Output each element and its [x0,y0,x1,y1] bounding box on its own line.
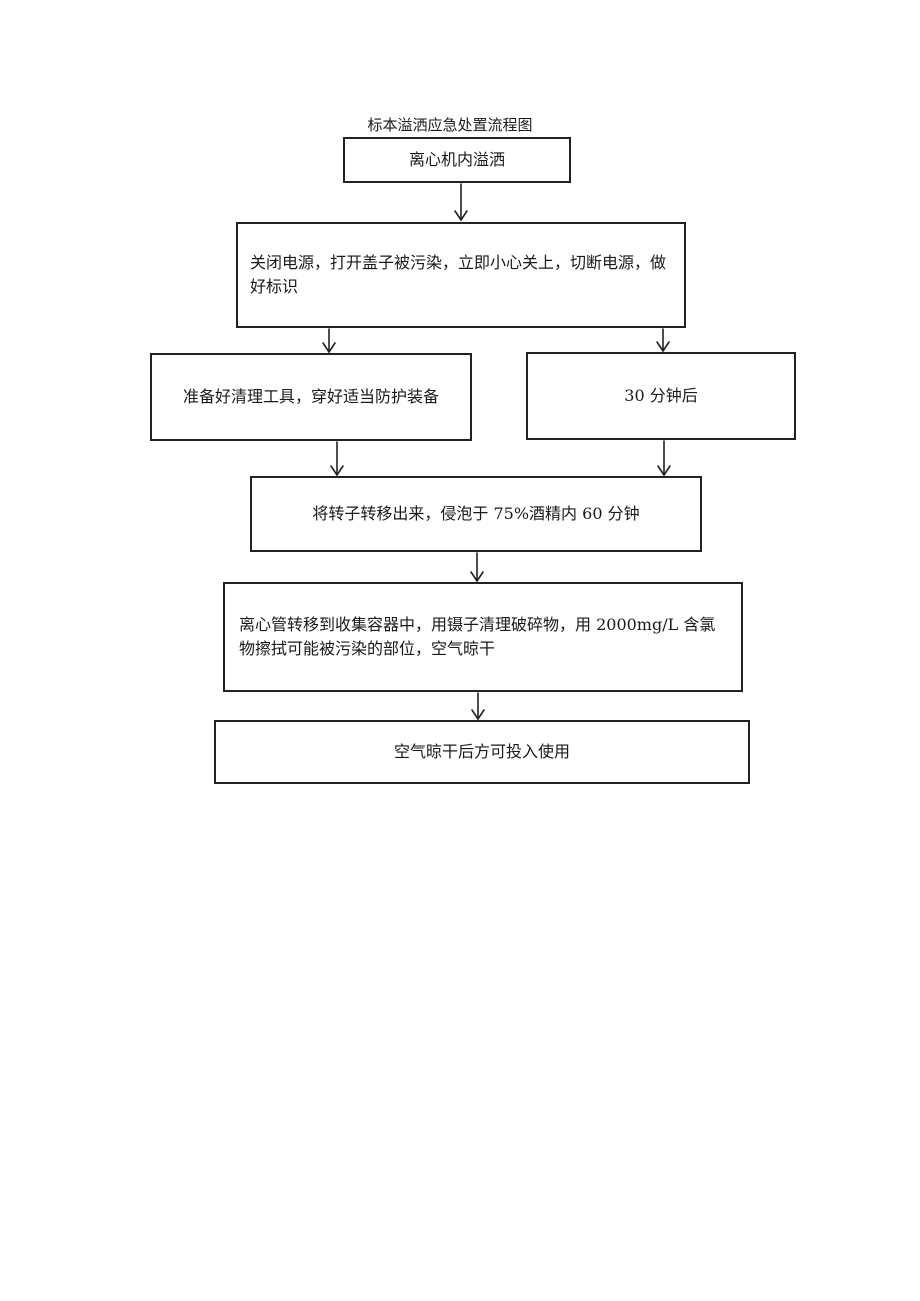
node-label: 离心机内溢洒 [408,150,505,169]
diagram-title: 标本溢洒应急处置流程图 [367,116,533,134]
node-centrifuge-spill: 离心机内溢洒 [343,137,571,183]
node-label: 关闭电源，打开盖子被污染，立即小心关上，切断电源，做好标识 [250,253,667,296]
node-wait-30-min: 30 分钟后 [526,352,796,440]
arrow-n4-n5 [657,440,671,476]
node-label: 离心管转移到收集容器中，用镊子清理破碎物，用 2000mg/L 含氯物擦拭可能被… [239,615,716,658]
node-label: 空气晾干后方可投入使用 [393,742,570,761]
node-label: 将转子转移出来，侵泡于 75%酒精内 60 分钟 [312,504,640,523]
arrow-n3-n5 [330,441,344,476]
arrow-n1-n2 [454,183,468,221]
node-clean-debris: 离心管转移到收集容器中，用镊子清理破碎物，用 2000mg/L 含氯物擦拭可能被… [223,582,743,692]
node-soak-rotor: 将转子转移出来，侵泡于 75%酒精内 60 分钟 [250,476,702,552]
node-prepare-tools: 准备好清理工具，穿好适当防护装备 [150,353,472,441]
node-power-off: 关闭电源，打开盖子被污染，立即小心关上，切断电源，做好标识 [236,222,686,328]
node-resume-use: 空气晾干后方可投入使用 [214,720,750,784]
arrow-n6-n7 [471,692,485,720]
arrow-n5-n6 [470,552,484,582]
node-label: 30 分钟后 [624,386,698,405]
node-label: 准备好清理工具，穿好适当防护装备 [182,387,439,406]
arrow-n2-n4 [656,328,670,352]
arrow-n2-n3 [322,328,336,353]
